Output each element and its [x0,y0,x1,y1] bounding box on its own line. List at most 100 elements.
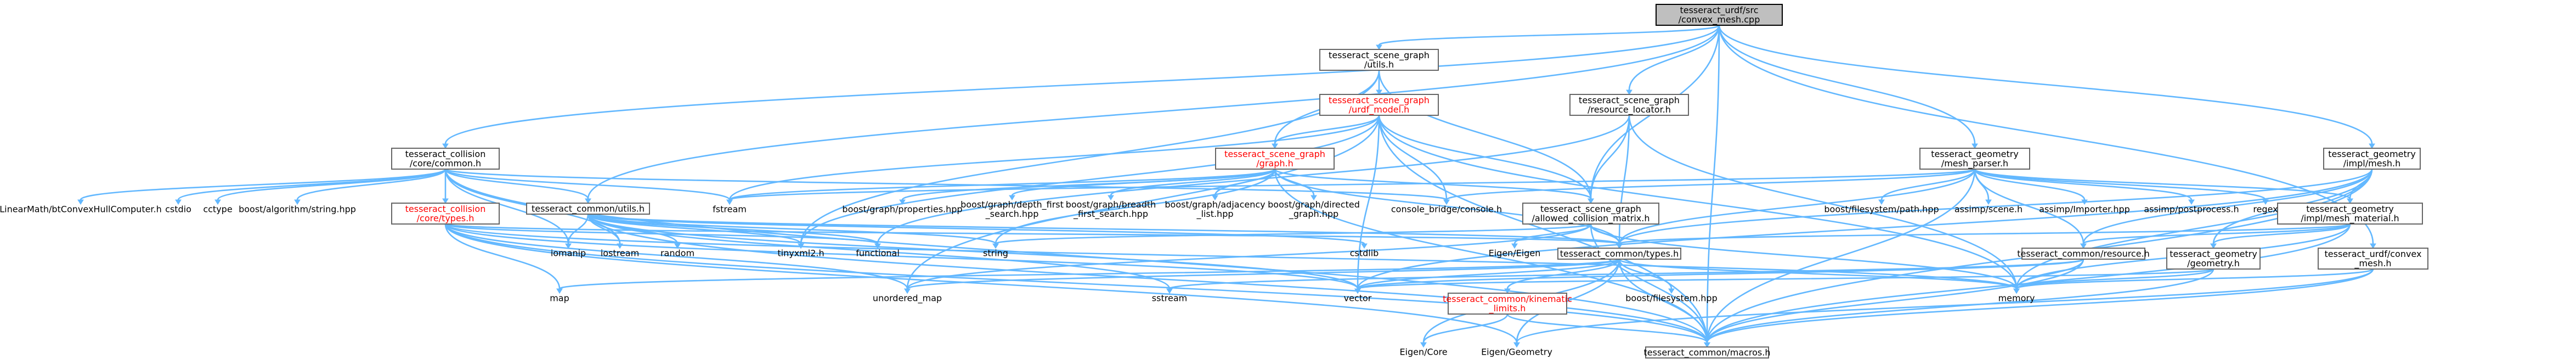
edge-geo-mesh-parser-to-common-types [1618,169,1976,244]
node-common-types[interactable]: tesseract_common/types.h [1557,248,1681,260]
edge-common-utils-to-sstream [587,214,1171,289]
node-common-utils[interactable]: tesseract_common/utils.h [526,203,650,215]
node-label: tesseract_geometry [1931,149,2019,160]
node-sg-urdf-model[interactable]: tesseract_scene_graph/urdf_model.h [1319,94,1439,116]
edge-arrowhead [1513,342,1520,348]
node-label: /geometry.h [2187,258,2240,268]
node-unordered-map: unordered_map [873,293,942,304]
node-label: tesseract_scene_graph [1540,204,1641,215]
edge-arrowhead [2370,243,2376,249]
edge-sg-urdf-model-to-console-bridge [1378,115,1448,200]
edge-root-to-geo-mesh-parser [1718,25,1976,144]
node-sg-resource-locator[interactable]: tesseract_scene_graph/resource_locator.h [1569,94,1689,116]
node-urdf-convex-mesh[interactable]: tesseract_urdf/convex_mesh.h [2318,248,2428,270]
node-label: LinearMath/btConvexHullComputer.h [0,204,162,215]
node-common-kinematic[interactable]: tesseract_common/kinematic_limits.h [1443,293,1572,315]
node-label: Eigen/Geometry [1481,347,1552,357]
edge-geo-impl-mesh-material-to-geo-geometry [2212,223,2351,244]
edge-col-core-types-to-common-macros [444,223,1708,343]
node-assimp-scene: assimp/scene.h [1954,204,2023,215]
node-label: _list.hpp [1196,209,1233,220]
node-label: /convex_mesh.cpp [1679,14,1760,25]
node-label: assimp/scene.h [1954,204,2023,215]
edge-col-core-common-to-linear-math [80,168,447,201]
edge-col-core-types-to-functional [444,223,879,245]
edge-geo-impl-mesh-to-vector [1357,169,2373,289]
node-box [1319,94,1439,116]
node-label: tesseract_common/types.h [1560,249,1679,260]
node-label: tesseract_scene_graph [1224,149,1325,160]
edge-sg-resource-locator-to-sg-allowed-collision [1590,115,1630,199]
edge-col-core-common-to-cctype [217,169,447,200]
node-boost-graph-bfs: boost/graph/breadth_first_search.hpp [1066,199,1156,220]
node-geo-impl-mesh[interactable]: tesseract_geometry/impl/mesh.h [2323,148,2421,170]
node-iostream: iostream [601,248,639,259]
node-label: /impl/mesh.h [2343,158,2401,169]
edge-geo-geometry-to-vector [1357,268,2215,290]
node-label: boost/graph/properties.hpp [842,204,962,215]
node-label: tesseract_scene_graph [1579,95,1680,106]
node-box [2021,248,2145,260]
edge-arrowhead [2210,243,2217,249]
node-label: boost/algorithm/string.hpp [239,204,356,215]
node-label: tinyxml2.h [777,248,824,259]
node-sg-allowed-collision[interactable]: tesseract_scene_graph/allowed_collision_… [1522,203,1659,225]
node-eigen-geometry: Eigen/Geometry [1481,347,1552,357]
node-label: Eigen/Core [1399,347,1447,357]
edge-arrowhead [556,288,563,294]
node-label: boost/graph/adjacency [1165,199,1265,210]
edge-arrowhead [1212,195,1218,200]
edge-sg-allowed-collision-to-eigen-eigen [1513,223,1592,244]
edge-sg-graph-to-common-types [1274,169,1620,244]
edge-sg-resource-locator-to-memory [1628,115,2018,289]
edge-col-core-types-to-vector [444,223,1359,289]
node-label: tesseract_collision [405,149,486,160]
edge-arrowhead [2369,143,2375,149]
node-label: tesseract_common/utils.h [532,204,645,215]
node-geo-mesh-parser[interactable]: tesseract_geometry/mesh_parser.h [1919,148,2030,170]
node-label: /resource_locator.h [1588,104,1671,115]
edge-geo-impl-mesh-material-to-common-resource [2082,223,2351,245]
node-random: random [660,248,694,259]
node-vector: vector [1344,293,1372,304]
node-label: _limits.h [1489,303,1526,314]
node-geo-impl-mesh-material[interactable]: tesseract_geometry/impl/mesh_material.h [2277,203,2423,225]
node-label: tesseract_common/macros.h [1644,348,1771,359]
node-label: vector [1344,293,1372,304]
node-box [1919,148,2030,170]
node-cstdio: cstdio [165,204,191,215]
node-col-core-types[interactable]: tesseract_collision/core/types.h [391,203,500,225]
edge-sg-resource-locator-to-functional [877,115,1630,244]
node-label: /core/common.h [410,158,481,169]
node-sg-graph[interactable]: tesseract_scene_graph/graph.h [1215,148,1335,170]
edge-arrowhead [1166,288,1173,294]
node-boost-graph-dfs: boost/graph/depth_first_search.hpp [961,199,1064,220]
edge-arrowhead [2080,243,2087,249]
node-memory: memory [1998,293,2035,304]
edge-sg-urdf-model-to-fstream [728,115,1380,200]
node-label: tesseract_common/kinematic [1443,294,1572,305]
node-assimp-importer: assimp/Importer.hpp [2039,204,2130,215]
edge-arrowhead [1616,243,1623,249]
node-sstream: sstream [1152,293,1187,304]
edge-arrowhead [1504,288,1511,294]
node-box [2318,248,2428,270]
node-sg-utils[interactable]: tesseract_scene_graph/utils.h [1319,49,1439,71]
node-label: tesseract_urdf/src [1680,5,1758,16]
node-label: tesseract_collision [405,204,486,215]
node-common-resource[interactable]: tesseract_common/resource.h [2017,248,2150,260]
node-label: /impl/mesh_material.h [2301,213,2399,224]
node-label: console_bridge/console.h [1391,204,1502,215]
edge-arrowhead [2347,198,2353,204]
node-label: cctype [203,204,232,215]
edge-arrowhead [1376,44,1382,50]
edge-urdf-convex-mesh-to-common-macros [1706,268,2374,343]
node-common-macros[interactable]: tesseract_common/macros.h [1644,346,1771,359]
node-geo-geometry[interactable]: tesseract_geometry/geometry.h [2166,248,2261,270]
node-root[interactable]: tesseract_urdf/src/convex_mesh.cpp [1656,4,1783,26]
node-col-core-common[interactable]: tesseract_collision/core/common.h [391,148,500,170]
edge-sg-graph-to-boost-graph-dfs [1011,168,1276,197]
node-box [1522,203,1659,225]
dependency-edges [77,24,2376,348]
node-box [1319,49,1439,71]
